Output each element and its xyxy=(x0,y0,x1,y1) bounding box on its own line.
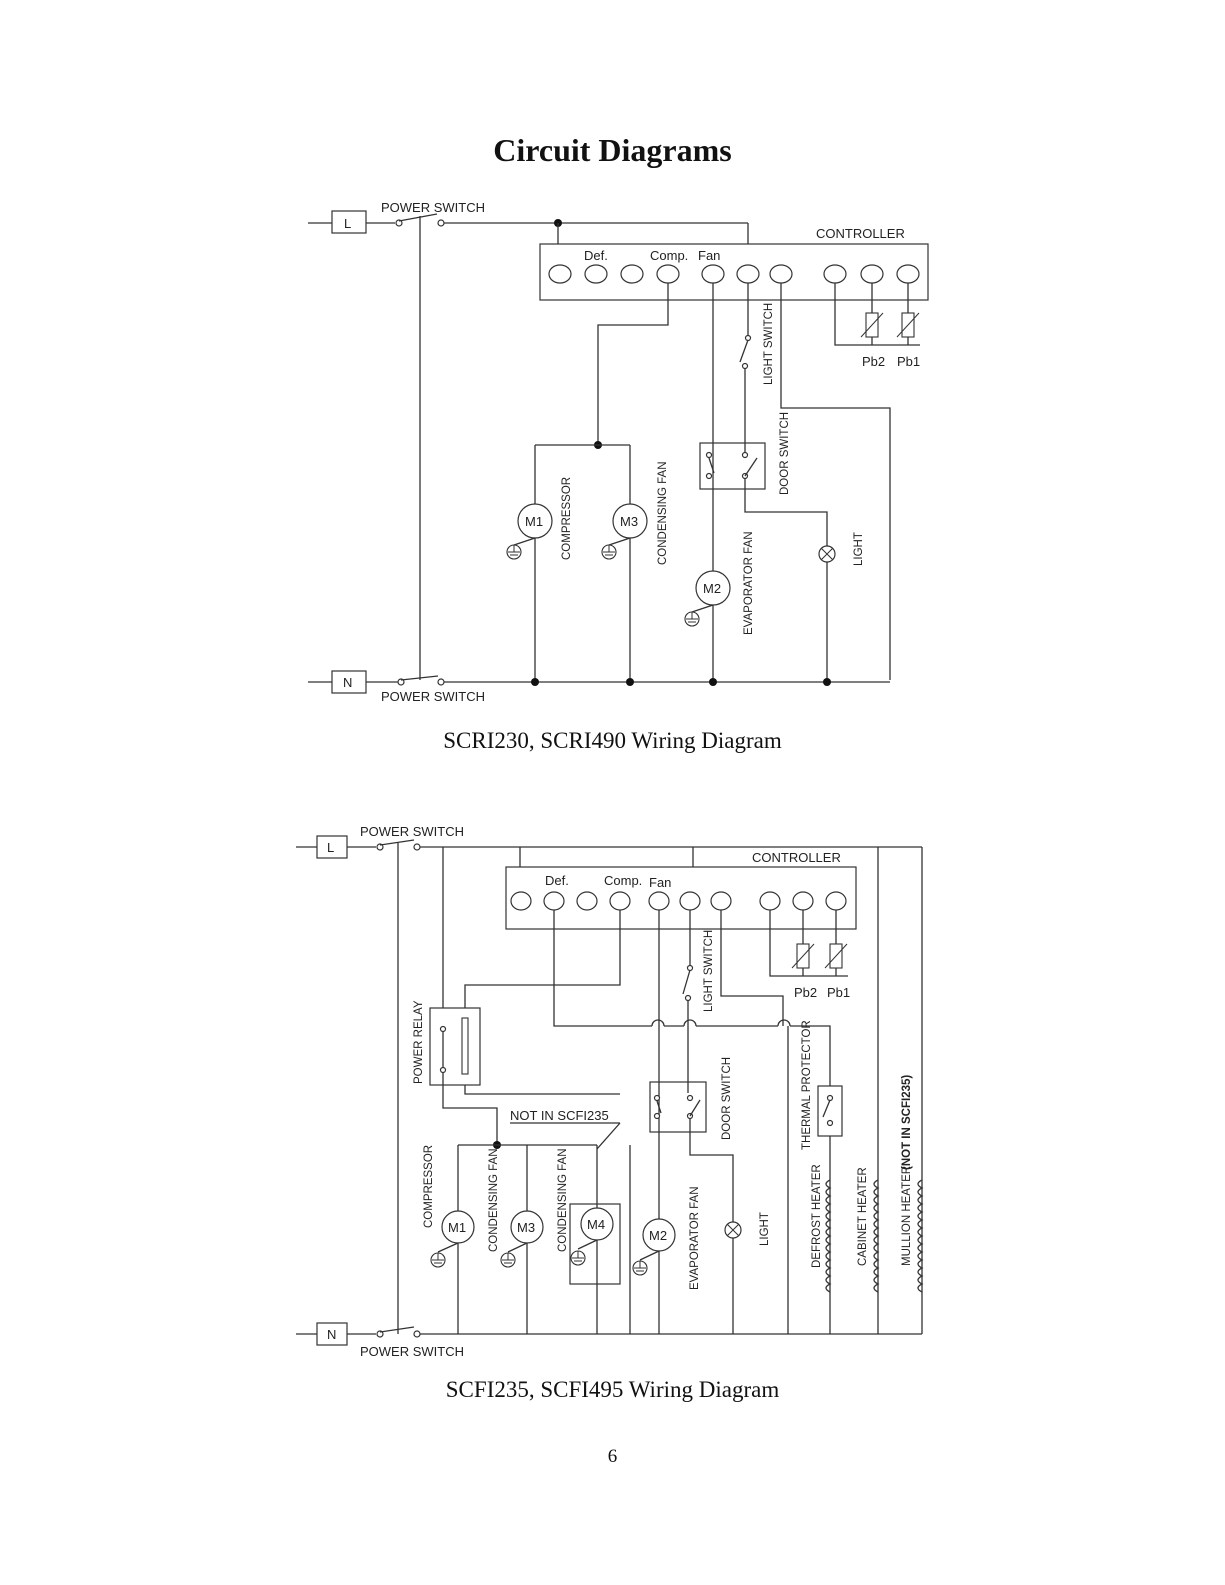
mullion-heater-label: MULLION HEATER xyxy=(901,1166,913,1266)
thermal-protector-box xyxy=(817,1085,843,1137)
line-terminal-label: L xyxy=(344,216,351,231)
svg-text:M1: M1 xyxy=(525,514,543,529)
light-label: LIGHT xyxy=(759,1212,771,1246)
controller-label: CONTROLLER xyxy=(752,850,841,865)
probe-pb1-sensor xyxy=(824,943,848,969)
power-relay-label: POWER RELAY xyxy=(413,1000,425,1084)
defrost-heater-label: DEFROST HEATER xyxy=(811,1164,823,1268)
power-switch-top-label: POWER SWITCH xyxy=(360,824,464,839)
controller-label: CONTROLLER xyxy=(816,226,905,241)
power-switch-contact xyxy=(395,219,403,227)
svg-text:M3: M3 xyxy=(517,1220,535,1235)
svg-text:M3: M3 xyxy=(620,514,638,529)
condensing-fan-motor-m3: M3 xyxy=(510,1210,544,1244)
cabinet-heater-coil xyxy=(873,1179,880,1293)
evaporator-fan-motor-m2: M2 xyxy=(642,1218,676,1252)
ground-icon xyxy=(632,1260,648,1276)
cabinet-heater-label: CABINET HEATER xyxy=(857,1167,869,1266)
not-in-scfi235-label: NOT IN SCFI235 xyxy=(510,1108,609,1123)
condensing-fan-motor-m4: M4 xyxy=(580,1207,614,1241)
light-lamp-icon xyxy=(724,1221,742,1239)
power-switch-top-label: POWER SWITCH xyxy=(381,200,485,215)
power-switch-bottom-label: POWER SWITCH xyxy=(381,689,485,704)
line-terminal-label: L xyxy=(327,840,334,855)
ground-icon xyxy=(601,544,617,560)
svg-text:M1: M1 xyxy=(448,1220,466,1235)
page-title: Circuit Diagrams xyxy=(493,132,732,168)
neutral-terminal-label: N xyxy=(327,1327,336,1342)
light-label: LIGHT xyxy=(853,532,865,566)
probe-1-label: Pb1 xyxy=(897,354,920,369)
light-switch-label: LIGHT SWITCH xyxy=(763,303,775,385)
door-switch-label: DOOR SWITCH xyxy=(779,412,791,495)
compressor-motor-m1: M1 xyxy=(441,1210,475,1244)
diagram-2: L POWER SWITCH CONTROLLER Def. Comp. Fan xyxy=(296,824,924,1359)
controller-terminals xyxy=(510,891,847,911)
ground-icon xyxy=(570,1250,586,1266)
compressor-label: COMPRESSOR xyxy=(561,477,573,560)
evaporator-fan-label: EVAPORATOR FAN xyxy=(743,531,755,635)
compressor-motor-m1: M1 xyxy=(517,503,553,539)
def-terminal-label: Def. xyxy=(584,248,608,263)
m4-optional-box xyxy=(569,1203,621,1285)
probe-1-label: Pb1 xyxy=(827,985,850,1000)
condensing-fan-label-2: CONDENSING FAN xyxy=(557,1148,569,1252)
evaporator-fan-motor-m2: M2 xyxy=(695,570,731,606)
fan-terminal-label: Fan xyxy=(698,248,720,263)
defrost-heater-coil xyxy=(825,1179,832,1293)
ground-icon xyxy=(684,611,700,627)
condensing-fan-label: CONDENSING FAN xyxy=(657,461,669,565)
compressor-label: COMPRESSOR xyxy=(423,1145,435,1228)
probe-pb2-sensor xyxy=(860,312,884,338)
condensing-fan-label-1: CONDENSING FAN xyxy=(488,1148,500,1252)
thermal-protector-label: THERMAL PROTECTOR xyxy=(801,1020,813,1150)
door-switch-box xyxy=(649,1081,707,1133)
ground-icon xyxy=(500,1252,516,1268)
svg-text:M4: M4 xyxy=(587,1217,605,1232)
door-switch-label: DOOR SWITCH xyxy=(721,1057,733,1140)
power-switch-bottom-label: POWER SWITCH xyxy=(360,1344,464,1359)
probe-pb2-sensor xyxy=(791,943,815,969)
probe-2-label: Pb2 xyxy=(862,354,885,369)
light-switch-label: LIGHT SWITCH xyxy=(703,930,715,1012)
diagram-1: L POWER SWITCH CONTROLLER Def. Comp. Fan xyxy=(308,200,929,704)
diagram-1-caption: SCRI230, SCRI490 Wiring Diagram xyxy=(443,728,782,753)
comp-terminal-label: Comp. xyxy=(604,873,642,888)
light-lamp-icon xyxy=(818,545,836,563)
probe-2-label: Pb2 xyxy=(794,985,817,1000)
condensing-fan-motor-m3: M3 xyxy=(612,503,648,539)
svg-text:M2: M2 xyxy=(649,1228,667,1243)
evaporator-fan-label: EVAPORATOR FAN xyxy=(689,1186,701,1290)
def-terminal-label: Def. xyxy=(545,873,569,888)
probe-pb1-sensor xyxy=(896,312,920,338)
diagram-2-caption: SCFI235, SCFI495 Wiring Diagram xyxy=(445,1377,780,1402)
page-number: 6 xyxy=(607,1446,618,1467)
fan-terminal-label: Fan xyxy=(649,875,671,890)
line-terminal-box xyxy=(331,210,367,234)
power-relay-box xyxy=(429,1007,481,1086)
neutral-terminal-label: N xyxy=(343,675,352,690)
comp-terminal-label: Comp. xyxy=(650,248,688,263)
ground-icon xyxy=(506,544,522,560)
svg-text:M2: M2 xyxy=(703,581,721,596)
ground-icon xyxy=(430,1252,446,1268)
mullion-heater-coil xyxy=(917,1179,924,1293)
door-switch-box xyxy=(699,442,766,490)
mullion-note-label: (NOT IN SCFI235) xyxy=(901,1075,913,1170)
